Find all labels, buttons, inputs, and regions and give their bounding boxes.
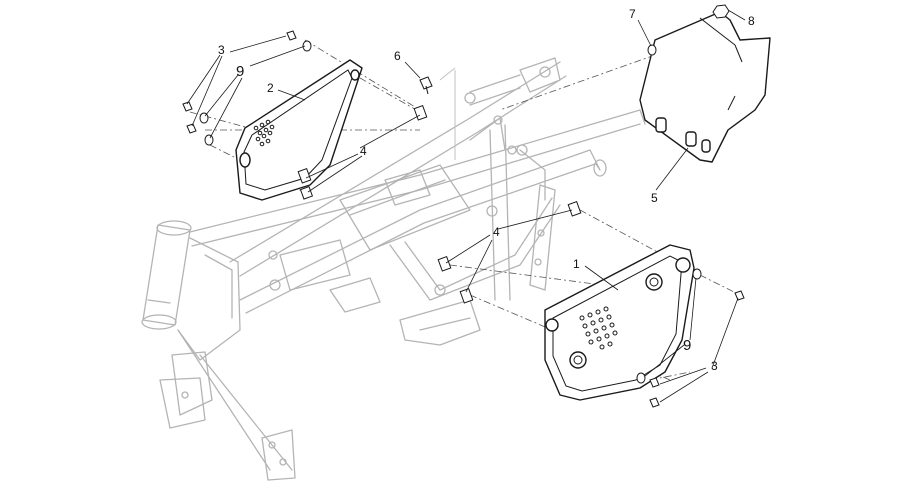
- right-cover-vent-holes: [579, 306, 618, 350]
- left-cover-vent-holes: [253, 119, 275, 147]
- callout-8: 8: [748, 14, 755, 28]
- callout-3-left: 3: [218, 43, 225, 57]
- callout-6: 6: [394, 49, 401, 63]
- callout-7: 7: [629, 7, 636, 21]
- callout-2: 2: [267, 81, 274, 95]
- right-side-cover: [544, 244, 695, 401]
- callout-4-lower: 4: [493, 225, 500, 239]
- fasteners: [182, 4, 745, 408]
- callout-9-left: 9: [236, 63, 244, 80]
- callout-labels: 3 9 2 6 4 4 7 8 5 1 9 3: [218, 7, 755, 373]
- callout-1: 1: [573, 257, 580, 271]
- rear-inner-fender: [639, 11, 771, 163]
- callout-5: 5: [651, 191, 658, 205]
- motorcycle-frame: [141, 57, 646, 481]
- callout-4-upper: 4: [360, 144, 367, 158]
- callout-3-right: 3: [711, 359, 718, 373]
- leader-lines: [186, 9, 746, 403]
- callout-9-right: 9: [683, 337, 691, 354]
